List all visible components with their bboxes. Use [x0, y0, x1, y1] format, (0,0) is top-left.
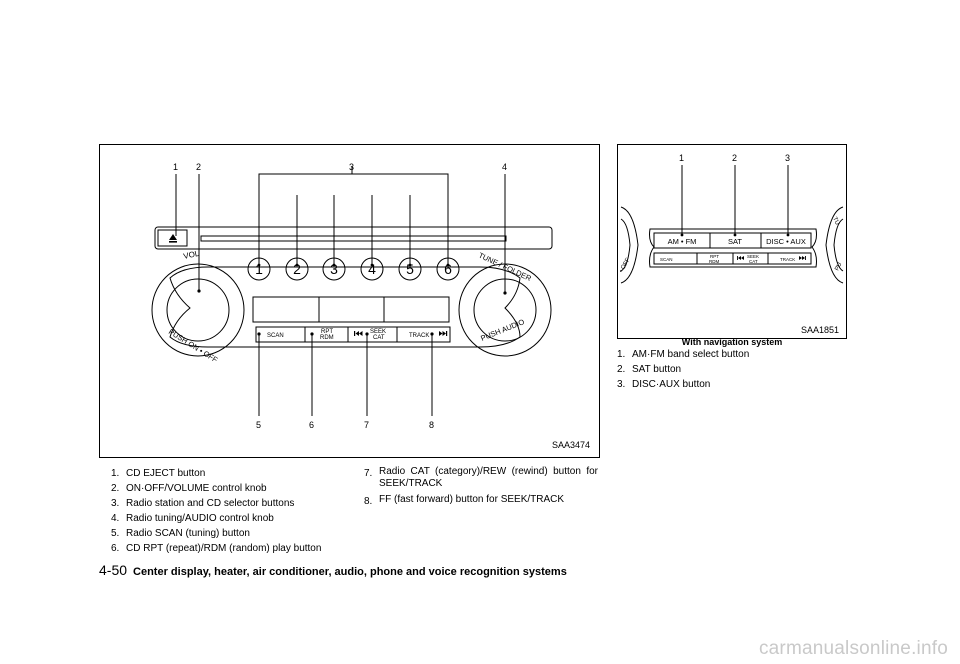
list-item: 2.SAT button: [617, 364, 682, 375]
display-window: [252, 296, 450, 323]
nav-faceplate: [649, 228, 817, 268]
callout-4: 4: [502, 162, 507, 172]
nav-track-label: TRACK: [780, 257, 795, 262]
faceplate-outline: [169, 266, 521, 348]
track-label: TRACK: [409, 333, 429, 339]
function-button-row: [255, 326, 451, 343]
list-item: 5.Radio SCAN (tuning) button: [111, 528, 250, 539]
skip-back-icon: [737, 256, 744, 260]
nav-callout-2: 2: [732, 153, 737, 163]
nav-audio-unit-figure: 1 2 3 AM • FM SAT DISC • AUX SCAN RPT RD…: [617, 144, 847, 339]
volume-knob: [166, 278, 230, 342]
nav-cat-label: CAT: [749, 259, 758, 264]
skip-forward-icon: [799, 256, 806, 260]
preset-5-label: 5: [406, 261, 414, 277]
skip-back-icon: [354, 331, 363, 336]
audio-unit-diagram: 1 2 3 4 5 6 7 8 1 2 3 4 5 6 VOL PUSH ON …: [151, 162, 590, 450]
callout-2: 2: [196, 162, 201, 172]
tu-label: TU: [831, 216, 840, 226]
preset-4-label: 4: [368, 261, 376, 277]
list-item: 1.AM·FM band select button: [617, 349, 750, 360]
callout-5: 5: [256, 420, 261, 430]
cd-slot-panel: [154, 226, 553, 250]
watermark: carmanualsonline.info: [758, 638, 948, 659]
nav-seek-label: SEEK: [747, 254, 759, 259]
callout-7: 7: [364, 420, 369, 430]
nav-figure-code: SAA1851: [801, 325, 839, 335]
vol-label: VOL: [183, 249, 201, 261]
nav-callout-3: 3: [785, 153, 790, 163]
list-item: 2.ON·OFF/VOLUME control knob: [111, 483, 267, 494]
list-item: 3.Radio station and CD selector buttons: [111, 498, 295, 509]
sat-label: SAT: [728, 237, 742, 246]
main-legend-list-left: 1.CD EJECT button 2.ON·OFF/VOLUME contro…: [111, 466, 351, 556]
nav-right-knob-edge: [825, 206, 844, 284]
eject-button: [157, 229, 188, 247]
nav-rpt-label: RPT: [710, 254, 719, 259]
skip-forward-icon: [439, 331, 448, 336]
preset-2-label: 2: [293, 261, 301, 277]
cat-label: CAT: [373, 335, 385, 341]
nav-rdm-label: RDM: [709, 259, 719, 264]
nav-mode-button-row: [653, 232, 812, 249]
pu-label: PU: [834, 262, 843, 272]
off-label: • OFF: [619, 257, 632, 274]
audio-unit-figure: 1 2 3 4 5 6 7 8 1 2 3 4 5 6 VOL PUSH ON …: [99, 144, 600, 458]
nav-audio-unit-diagram: 1 2 3 AM • FM SAT DISC • AUX SCAN RPT RD…: [619, 153, 844, 335]
nav-figure-caption: With navigation system: [681, 337, 783, 347]
am-fm-label: AM • FM: [668, 237, 697, 246]
nav-legend-list: 1.AM·FM band select button 2.SAT button …: [617, 347, 817, 392]
seek-label: SEEK: [370, 329, 386, 335]
page-number: 4-50: [99, 562, 128, 578]
figure-code: SAA3474: [552, 440, 590, 450]
preset-3-label: 3: [330, 261, 338, 277]
nav-left-knob-edge: [620, 206, 639, 284]
rdm-label: RDM: [320, 335, 334, 341]
cd-slot: [200, 235, 507, 242]
list-item: 6.CD RPT (repeat)/RDM (random) play butt…: [111, 543, 322, 554]
preset-1-label: 1: [255, 261, 263, 277]
callout-6: 6: [309, 420, 314, 430]
callout-3: 3: [349, 162, 354, 172]
list-item: 8.FF (fast forward) button for SEEK/TRAC…: [364, 494, 565, 507]
callout-1: 1: [173, 162, 178, 172]
list-item: 7.Radio CAT (category)/REW (rewind) butt…: [364, 466, 598, 489]
callout-8: 8: [429, 420, 434, 430]
rpt-label: RPT: [321, 329, 333, 335]
list-item: 3.DISC·AUX button: [617, 379, 711, 390]
list-item: 1.CD EJECT button: [111, 468, 206, 479]
page-footer: 4-50 Center display, heater, air conditio…: [99, 562, 567, 580]
nav-scan-label: SCAN: [660, 257, 673, 262]
main-legend-list-right: 7.Radio CAT (category)/REW (rewind) butt…: [364, 466, 598, 513]
section-title: Center display, heater, air conditioner,…: [133, 566, 567, 578]
volume-knob-ring: [151, 263, 245, 357]
preset-6-label: 6: [444, 261, 452, 277]
disc-aux-label: DISC • AUX: [766, 237, 806, 246]
scan-label: SCAN: [267, 333, 284, 339]
nav-callout-1: 1: [679, 153, 684, 163]
push-on-off-label: PUSH ON • OFF: [167, 327, 220, 365]
list-item: 4.Radio tuning/AUDIO control knob: [111, 513, 274, 524]
eject-icon: [169, 234, 177, 243]
